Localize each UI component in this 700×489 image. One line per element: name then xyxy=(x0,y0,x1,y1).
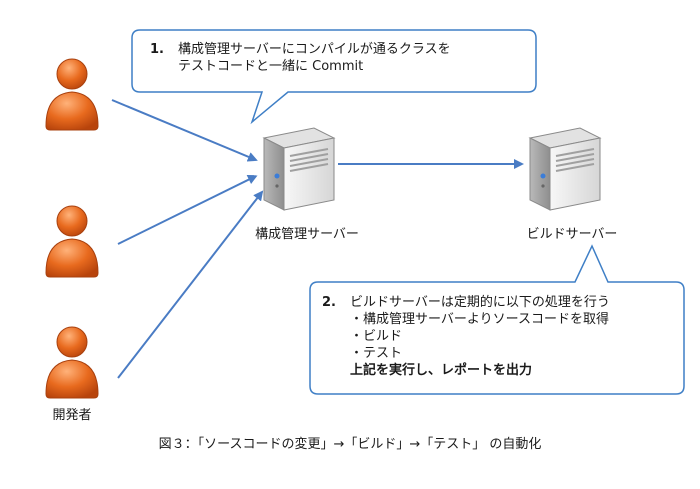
callout-1-line-1: 構成管理サーバーにコンパイルが通るクラスを xyxy=(178,42,451,57)
figure-caption: 図３：「ソースコードの変更」→「ビルド」→「テスト」 の自動化 xyxy=(158,437,542,452)
callout-1-number: 1. xyxy=(150,42,164,57)
build-server-icon xyxy=(528,127,602,211)
callout-2-item: ・ビルド xyxy=(350,329,403,344)
build-server-label: ビルドサーバー xyxy=(526,227,618,242)
arrow-dev2-to-scm xyxy=(117,175,258,245)
developer-icon-3 xyxy=(45,326,99,399)
arrow-dev3-to-scm xyxy=(117,190,264,379)
developer-icon-2 xyxy=(45,205,99,278)
scm-server-label: 構成管理サーバー xyxy=(255,227,359,242)
arrow-dev1-to-scm xyxy=(111,99,258,162)
callout-2-number: 2. xyxy=(322,295,336,310)
callout-bubble-2 xyxy=(309,244,685,395)
callout-1-line-2: テストコードと一緒に Commit xyxy=(178,59,364,74)
developers-label: 開発者 xyxy=(52,408,92,423)
callout-2-text: 2. ビルドサーバーは定期的に以下の処理を行う ・構成管理サーバーよりソースコード… xyxy=(322,294,610,379)
callout-1-text: 1. 構成管理サーバーにコンパイルが通るクラスを テストコードと一緒に Commi… xyxy=(150,41,451,75)
developer-icon-1 xyxy=(45,58,99,131)
callout-2-line-1: ビルドサーバーは定期的に以下の処理を行う xyxy=(350,295,610,310)
callout-bubble-1 xyxy=(131,29,537,125)
callout-2-item: ・構成管理サーバーよりソースコードを取得 xyxy=(350,312,609,327)
callout-2-item: ・テスト xyxy=(350,346,403,361)
scm-server-icon xyxy=(262,127,336,211)
callout-2-last-line: 上記を実行し、レポートを出力 xyxy=(350,363,533,378)
